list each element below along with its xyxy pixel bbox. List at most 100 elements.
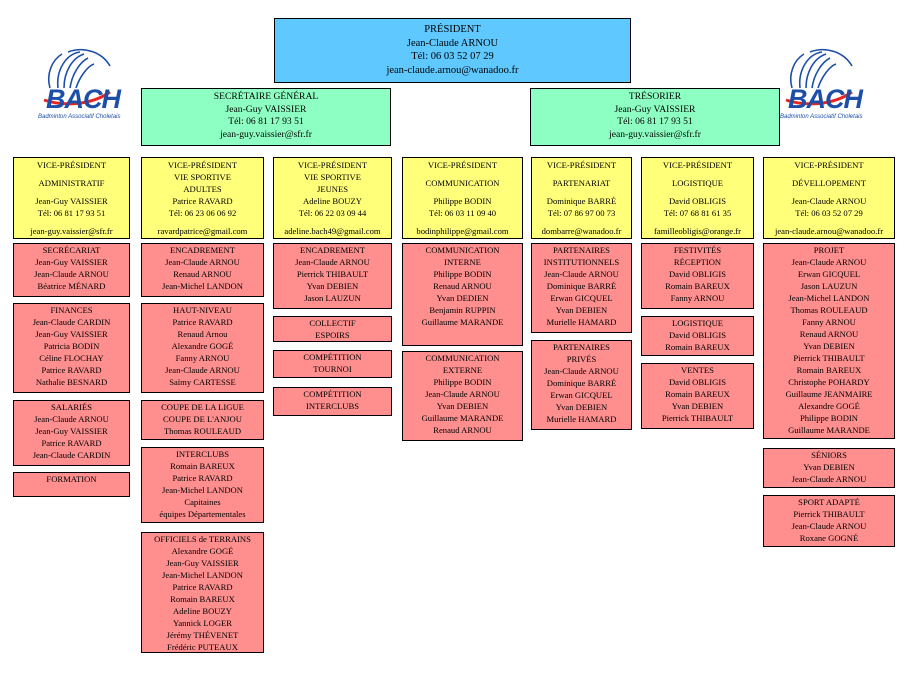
vp-phone: Tél: 06 03 11 09 40 [428, 208, 497, 218]
vp-title: VICE-PRÉSIDENT [662, 160, 733, 170]
commission-title: COLLECTIF [309, 318, 356, 328]
commission-line: Benjamin RUPPIN [429, 305, 496, 315]
commission-line: Jean-Claude ARNOU [34, 414, 109, 424]
commission-line: Jean-Claude ARNOU [791, 474, 867, 484]
commission-line: Jean-Michel LANDON [162, 485, 243, 495]
commission-title: VENTES [681, 365, 714, 375]
vp-email: jean-guy.vaissier@sfr.fr [30, 226, 113, 236]
commission-line: Patrice RAVARD [41, 365, 102, 375]
secretaire-box: SECRÉTAIRE GÉNÉRAL Jean-Guy VAISSIER Tél… [141, 88, 391, 146]
commission-title: OFFICIELS de TERRAINS [154, 534, 251, 544]
commission-line: Fanny ARNOU [802, 317, 856, 327]
commission-line: Jean-Guy VAISSIER [35, 257, 108, 267]
commission-line: Patrice RAVARD [172, 317, 233, 327]
commission-title: COMPÉTITION [303, 389, 362, 399]
commission-line: Saïmy CARTESSE [169, 377, 236, 387]
commission-title: COMMUNICATION [425, 353, 500, 363]
vp-title: VICE-PRÉSIDENT [427, 160, 498, 170]
vp-name: Patrice RAVARD [172, 196, 233, 206]
vp-name: Philippe BODIN [433, 196, 492, 206]
secretaire-phone: Tél: 06 81 17 93 51 [228, 116, 304, 127]
vp-email: familleobligis@orange.fr [654, 226, 741, 236]
commission-title: SPORT ADAPTÉ [798, 497, 860, 507]
commission-line: Jean-Michel LANDON [162, 281, 243, 291]
commission-line: Thomas ROULEAUD [163, 426, 242, 436]
president-phone: Tél: 06 03 52 07 29 [411, 51, 494, 62]
commission-line: Roxane GOGNÉ [799, 533, 859, 543]
commission-line: Thomas ROULEAUD [790, 305, 868, 315]
commission-title: SECRÉCARIAT [42, 245, 101, 255]
commission-title: FINANCES [50, 305, 93, 315]
commission-line: Jean-Claude ARNOU [544, 269, 619, 279]
commission-line: Jean-Guy VAISSIER [35, 426, 108, 436]
secretaire-name: Jean-Guy VAISSIER [225, 103, 307, 115]
commission-line: Patricia BODIN [43, 341, 100, 351]
vp-name: Adeline BOUZY [303, 196, 362, 206]
commission-title: ENCADREMENT [300, 245, 365, 255]
commission-title: INTERCLUBS [176, 449, 229, 459]
vp-name: David OBLIGIS [668, 196, 727, 206]
commission-line: Yvan DEBIEN [803, 341, 855, 351]
logo-left: BACH Badminton Associatif Choletais [28, 44, 128, 124]
commission-line: Patrice RAVARD [172, 473, 233, 483]
commission-line: Yvan DEBIEN [555, 402, 608, 412]
commission-line: Erwan GICQUEL [550, 390, 613, 400]
commission-line: Erwan GICQUEL [797, 269, 861, 279]
president-name: Jean-Claude ARNOU [406, 37, 499, 49]
commission-title: HAUT-NIVEAU [173, 305, 232, 315]
commission-line: Romain BAREUX [665, 342, 730, 352]
commission-line: Jean-Claude ARNOU [165, 257, 240, 267]
commission-line: Romain BAREUX [170, 594, 235, 604]
commission-line: Jean-Claude CARDIN [32, 317, 111, 327]
commission-line: Pierrick THIBAULT [296, 269, 369, 279]
vp-title: VICE-PRÉSIDENT [167, 160, 238, 170]
commission-salaries: SALARIÉS Jean-Claude ARNOU Jean-Guy VAISSI… [13, 400, 130, 466]
commission-line: Christophe POHARDY [788, 377, 870, 387]
vp-domain: COMMUNICATION [425, 178, 500, 188]
commission-line: David OBLIGIS [668, 269, 727, 279]
commission-line: Jean-Claude ARNOU [34, 269, 109, 279]
commission-line: Renaud Arnou [177, 329, 228, 339]
commission-line: Yvan DEDIEN [436, 293, 489, 303]
commission-line: INSTITUTIONNELS [543, 257, 620, 267]
commission-line: COUPE DE L'ANJOU [163, 414, 242, 424]
president-email: jean-claude.arnou@wanadoo.fr [386, 64, 519, 76]
vp-name: Jean-Guy VAISSIER [35, 196, 108, 206]
commission-line: Capitaines [184, 497, 221, 507]
tresorier-phone: Tél: 06 81 17 93 51 [617, 116, 693, 127]
commission-line: EXTERNE [442, 365, 483, 375]
vp-domain: ADMINISTRATIF [38, 178, 105, 188]
vp-domain: LOGISTIQUE [671, 178, 724, 188]
vp-domain-sub: ADULTES [183, 184, 222, 194]
commission-line: Renaud ARNOU [799, 329, 859, 339]
commission-line: Pierrick THIBAULT [661, 413, 734, 423]
commission-line: Romain BAREUX [665, 389, 730, 399]
vp-vie-sportive-adultes: VICE-PRÉSIDENT VIE SPORTIVE ADULTES Patr… [141, 157, 264, 239]
commission-title: COUPE DE LA LIGUE [161, 402, 244, 412]
commission-line: Philippe BODIN [433, 269, 492, 279]
commission-line: Alexandre GOGÉ [798, 401, 860, 411]
commission-line: Romain BAREUX [796, 365, 862, 375]
commission-title: SALARIÉS [50, 402, 93, 412]
commission-line: Yvan DEBIEN [671, 401, 724, 411]
commission-line: Guillaume MARANDE [421, 317, 504, 327]
vp-phone: Tél: 07 68 81 61 35 [663, 208, 732, 218]
commission-line: Nathalie BESNARD [35, 377, 108, 387]
logo-subtitle: Badminton Associatif Choletais [38, 114, 121, 120]
vp-name: Jean-Claude ARNOU [791, 196, 867, 206]
vp-phone: Tél: 07 86 97 00 73 [547, 208, 616, 218]
commission-coupe-ligue: COUPE DE LA LIGUE COUPE DE L'ANJOU Thomas … [141, 400, 264, 440]
vp-administratif: VICE-PRÉSIDENT ADMINISTRATIF Jean-Guy VA… [13, 157, 130, 239]
vp-phone: Tél: 06 81 17 93 51 [37, 208, 106, 218]
commission-line: Jason LAUZUN [304, 293, 361, 303]
vp-title: VICE-PRÉSIDENT [794, 160, 864, 170]
